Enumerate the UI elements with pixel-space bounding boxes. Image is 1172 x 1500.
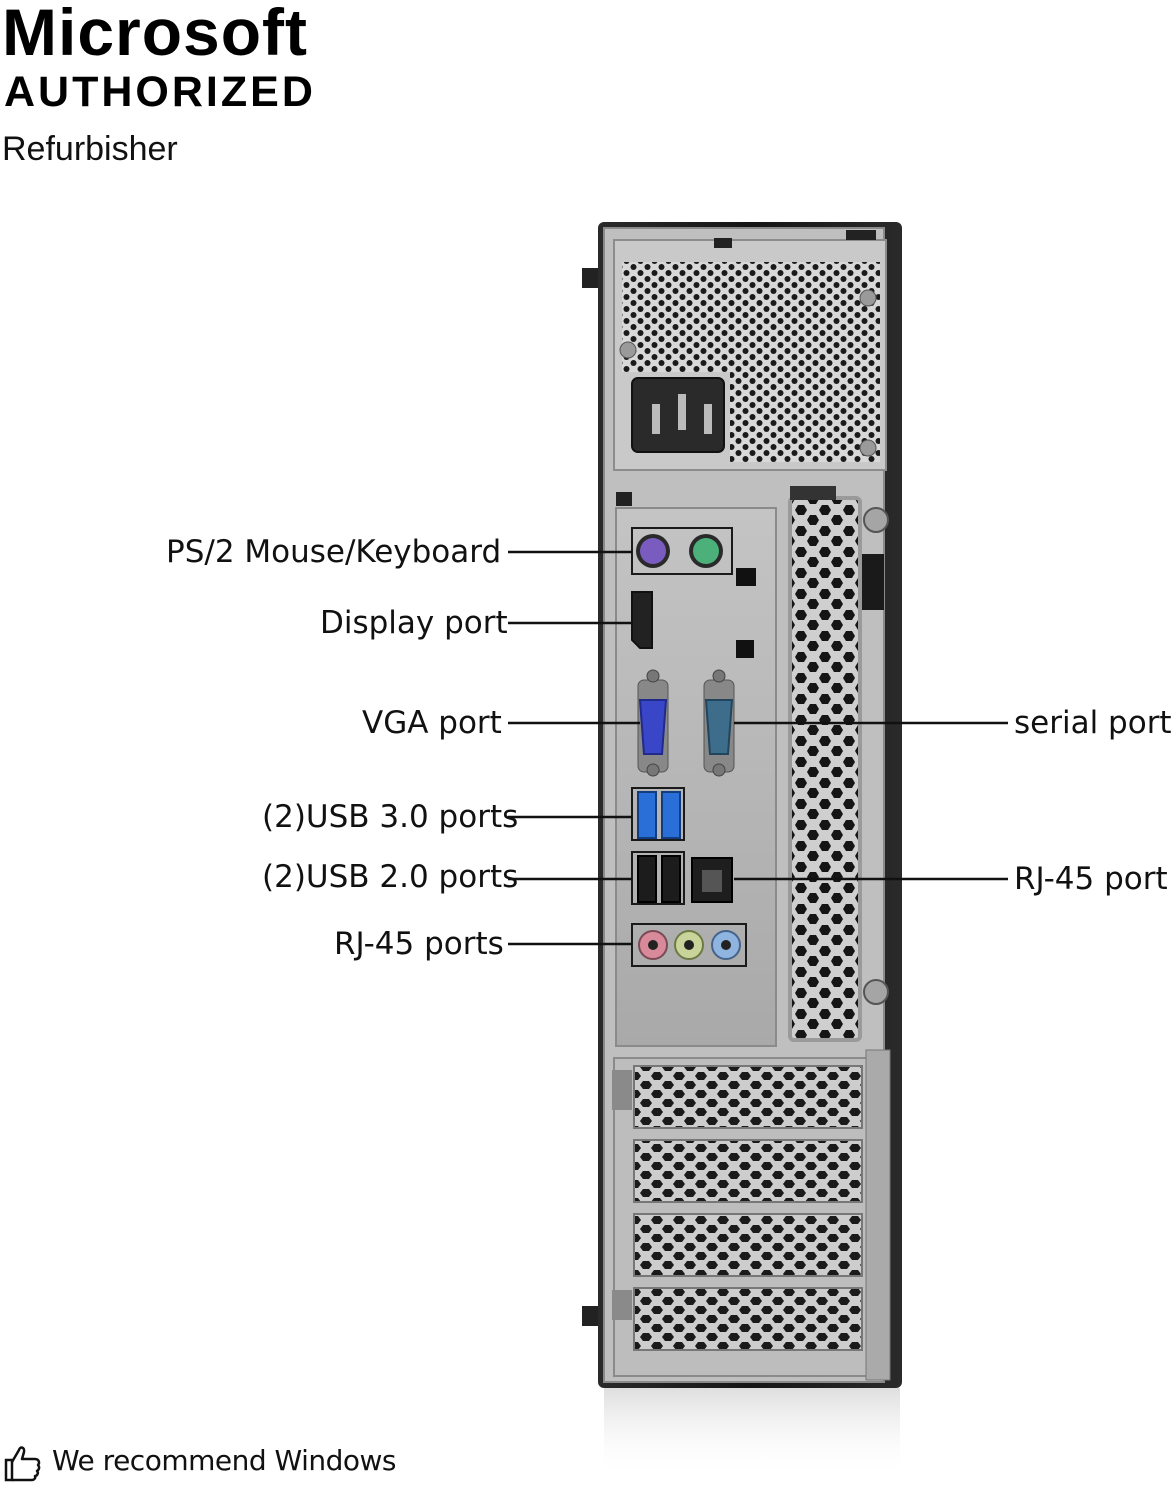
label-rj45-port: RJ-45 port: [1014, 861, 1168, 897]
display-port: [631, 591, 653, 649]
chassis-foot-top: [582, 268, 598, 288]
label-ps2: PS/2 Mouse/Keyboard: [166, 534, 502, 570]
thumbs-up-icon: [4, 1446, 41, 1482]
label-audio-ports: RJ-45 ports: [334, 926, 504, 962]
usb2-port-1: [637, 855, 657, 903]
label-usb2-ports: (2)USB 2.0 ports: [262, 859, 519, 895]
expansion-slot-2: [633, 1139, 863, 1203]
badge-line-refurbisher: Refurbisher: [2, 130, 178, 168]
expansion-slot-3: [633, 1213, 863, 1277]
ps2-keyboard-port: [693, 538, 719, 564]
label-display-port: Display port: [320, 605, 508, 641]
badge-line-authorized: AUTHORIZED: [4, 68, 316, 116]
label-vga-port: VGA port: [362, 705, 502, 741]
usb3-outline: [631, 787, 685, 841]
floor-reflection: [604, 1388, 900, 1478]
usb3-port-1: [637, 791, 657, 839]
chassis-foot-bottom: [582, 1306, 598, 1326]
label-usb3-ports: (2)USB 3.0 ports: [262, 799, 519, 835]
vga-port: [638, 699, 668, 755]
ps2-mouse-port: [640, 538, 666, 564]
leader-lines: [508, 550, 1008, 946]
badge-line-microsoft: Microsoft: [2, 0, 308, 69]
serial-port: [704, 699, 734, 755]
usb3-port-2: [661, 791, 681, 839]
usb2-port-2: [661, 855, 681, 903]
label-serial-port: serial port: [1014, 705, 1172, 741]
side-vent-grille: [788, 496, 862, 1042]
footer-text: We recommend Windows: [52, 1444, 397, 1477]
expansion-slot-4: [633, 1287, 863, 1351]
expansion-slot-1: [633, 1065, 863, 1129]
